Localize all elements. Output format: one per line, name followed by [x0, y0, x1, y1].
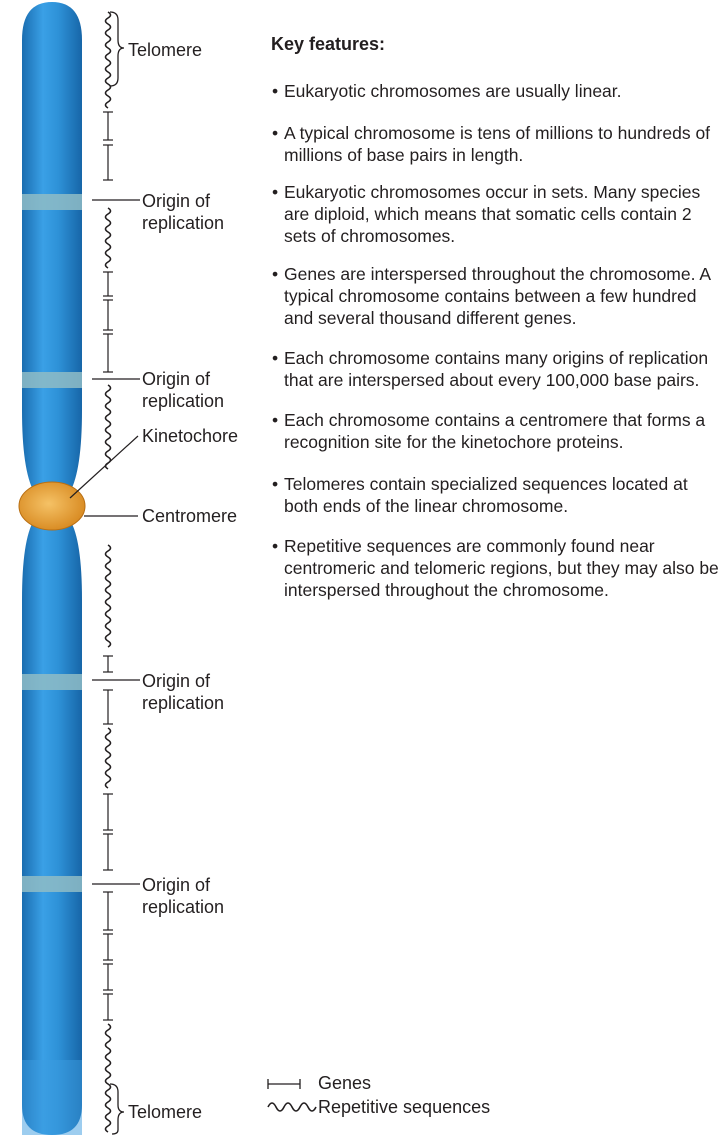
- feature-item: Eukaryotic chromosomes occur in sets. Ma…: [270, 181, 720, 247]
- feature-item: Genes are interspersed throughout the ch…: [270, 263, 720, 329]
- origin-label-line2: replication: [142, 212, 224, 234]
- origin-label-line1: Origin of: [142, 190, 224, 212]
- replication-band: [22, 876, 82, 892]
- origin-label-line1: Origin of: [142, 874, 224, 896]
- gene-marker: [103, 794, 113, 830]
- origin-label-1: Origin of replication: [142, 190, 224, 234]
- repetitive-sequence: [106, 208, 111, 268]
- origin-label-line1: Origin of: [142, 670, 224, 692]
- genes-legend-label: Genes: [318, 1073, 371, 1094]
- gene-marker: [103, 934, 113, 960]
- gene-marker: [103, 334, 113, 372]
- origin-label-line2: replication: [142, 692, 224, 714]
- gene-marker: [103, 300, 113, 330]
- repetitive-sequence: [106, 545, 111, 647]
- telomere-bottom-label: Telomere: [128, 1101, 202, 1123]
- kinetochore-label: Kinetochore: [142, 425, 238, 447]
- sequence-track: [103, 12, 113, 1132]
- feature-item: Telomeres contain specialized sequences …: [270, 473, 720, 517]
- key-features-list: Eukaryotic chromosomes are usually linea…: [270, 80, 720, 601]
- gene-marker: [103, 272, 113, 296]
- key-features-heading: Key features:: [271, 34, 385, 55]
- origin-label-line2: replication: [142, 390, 224, 412]
- telomere-brace-bottom: [110, 1084, 124, 1134]
- centromere-label: Centromere: [142, 505, 237, 527]
- replication-band: [22, 674, 82, 690]
- origin-label-4: Origin of replication: [142, 874, 224, 918]
- feature-item: Repetitive sequences are commonly found …: [270, 535, 720, 601]
- genes-legend-icon: [268, 1079, 300, 1089]
- origin-label-line2: replication: [142, 896, 224, 918]
- gene-marker: [103, 690, 113, 724]
- replication-band: [22, 372, 82, 388]
- gene-marker: [103, 834, 113, 870]
- repetitive-sequence: [106, 12, 111, 108]
- repetitive-legend-icon: [268, 1103, 316, 1111]
- kinetochore-shape: [19, 482, 85, 530]
- feature-item: Each chromosome contains a centromere th…: [270, 409, 720, 453]
- gene-marker: [103, 964, 113, 990]
- origin-label-2: Origin of replication: [142, 368, 224, 412]
- replication-band: [22, 194, 82, 210]
- repetitive-sequence: [106, 1024, 111, 1132]
- gene-marker: [103, 112, 113, 140]
- origin-label-line1: Origin of: [142, 368, 224, 390]
- origin-label-3: Origin of replication: [142, 670, 224, 714]
- gene-marker: [103, 892, 113, 930]
- telomere-top-label: Telomere: [128, 39, 202, 61]
- gene-marker: [103, 656, 113, 672]
- repetitive-legend-label: Repetitive sequences: [318, 1097, 490, 1118]
- feature-item: A typical chromosome is tens of millions…: [270, 122, 720, 166]
- repetitive-sequence: [106, 385, 111, 469]
- feature-item: Eukaryotic chromosomes are usually linea…: [270, 80, 720, 102]
- gene-marker: [103, 994, 113, 1020]
- gene-marker: [103, 145, 113, 180]
- telomere-brace-top: [110, 12, 124, 86]
- repetitive-sequence: [106, 728, 111, 788]
- chromosome-body: [22, 2, 82, 1135]
- feature-item: Each chromosome contains many origins of…: [270, 347, 720, 391]
- telomere-shade: [22, 1060, 82, 1135]
